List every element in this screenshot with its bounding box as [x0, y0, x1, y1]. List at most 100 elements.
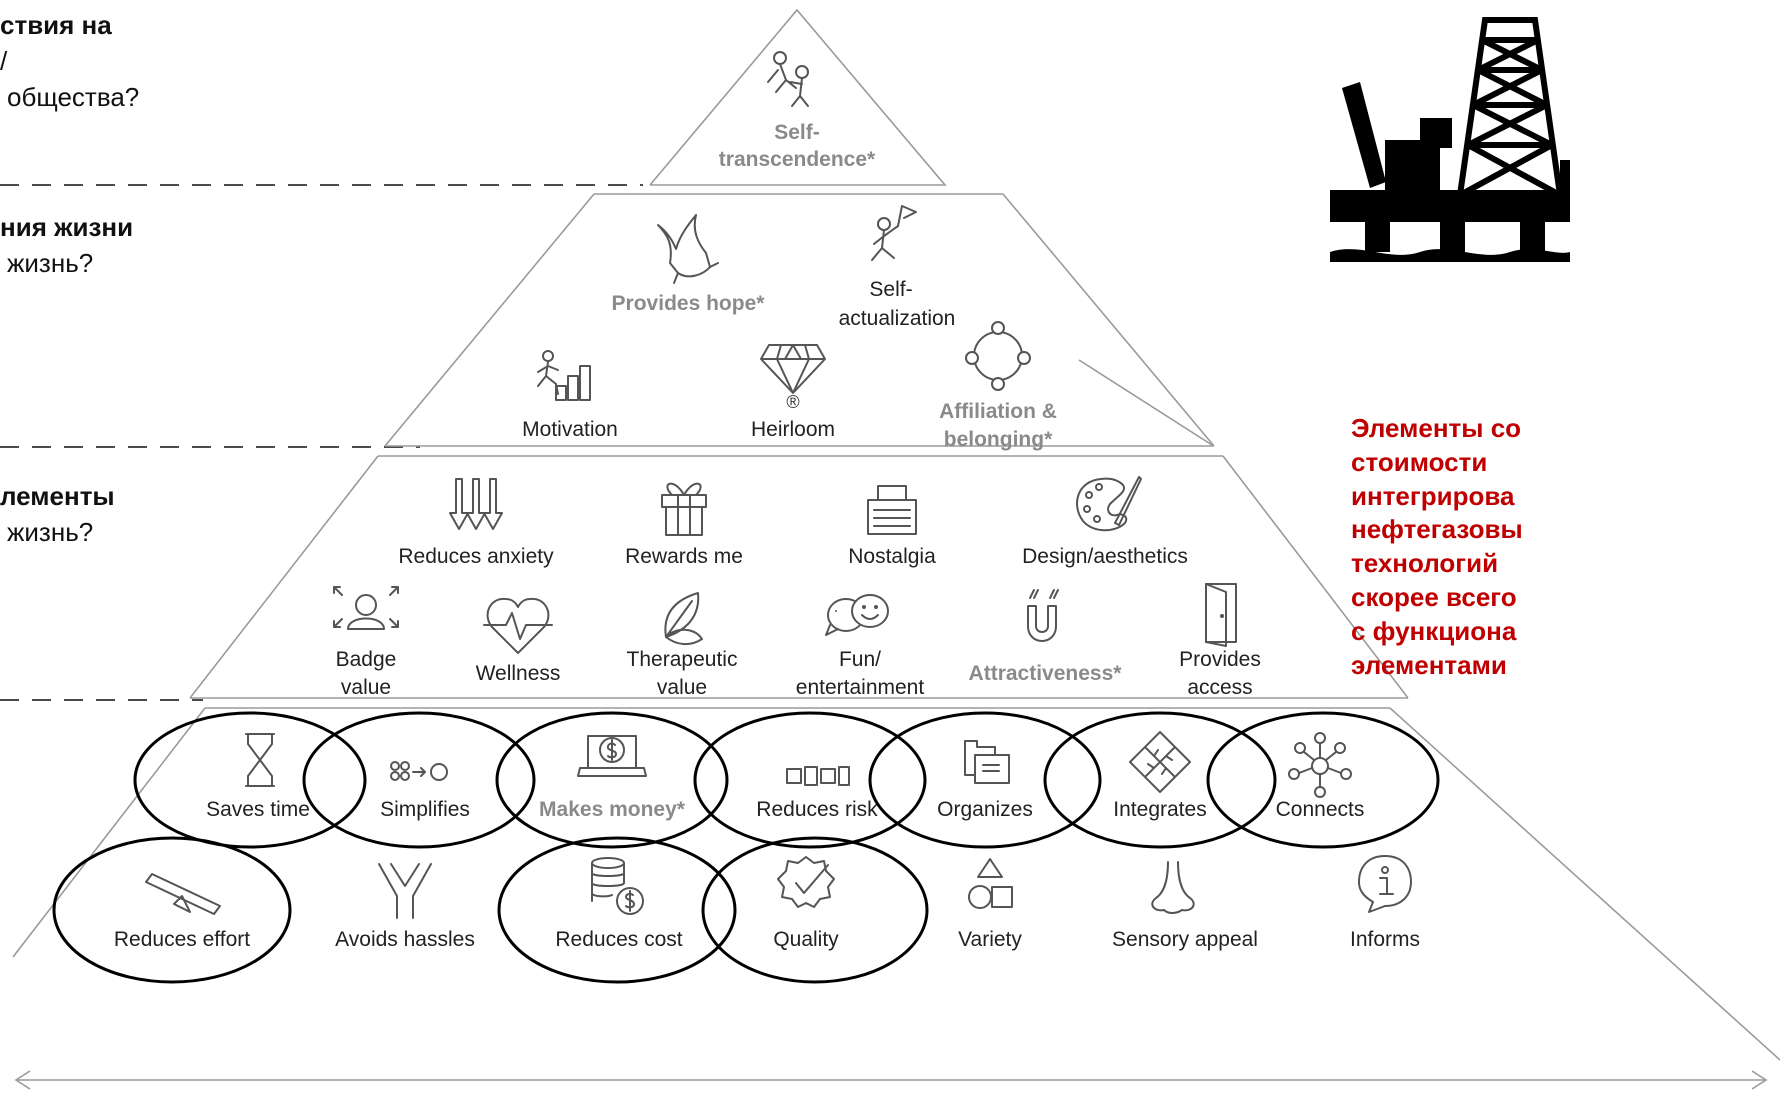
- label-therapeutic-1: Therapeutic: [627, 648, 738, 671]
- leaves-icon: [664, 592, 703, 645]
- nose-icon: [1151, 861, 1195, 914]
- red-annotation-line: интегрирова: [1351, 480, 1515, 511]
- label-self-transcendence-1: Self-: [774, 121, 820, 144]
- label-motivation: Motivation: [522, 418, 618, 441]
- typewriter-icon: [867, 485, 917, 535]
- heart-pulse-icon: [483, 597, 553, 654]
- level-note-life-line2: жизнь?: [7, 248, 94, 278]
- label-avoids-hassles: Avoids hassles: [335, 928, 475, 951]
- highlight-reduces-cost: [497, 836, 737, 984]
- label-reduces-cost: Reduces cost: [555, 928, 682, 951]
- label-therapeutic-2: value: [657, 676, 707, 699]
- label-fun-1: Fun/: [839, 648, 881, 671]
- level-note-life-title: ния жизни: [0, 212, 134, 242]
- folders-icon: [964, 740, 1010, 784]
- registered-mark: ®: [786, 392, 799, 412]
- label-sensory-appeal: Sensory appeal: [1112, 928, 1258, 951]
- label-saves-time: Saves time: [206, 798, 310, 821]
- shapes-icon: [968, 858, 1013, 909]
- door-icon: [1205, 583, 1237, 647]
- info-bubble-icon: [1358, 855, 1412, 913]
- red-annotation-line: Элементы со: [1351, 413, 1522, 443]
- level-note-social-line2: /: [0, 46, 8, 76]
- hourglass-icon: [245, 733, 275, 787]
- red-annotation: Элементы со стоимости интегрирова нефтег…: [1351, 412, 1780, 682]
- red-annotation-line: с функциона: [1351, 615, 1517, 646]
- highlight-makes-money: [495, 711, 729, 849]
- palette-icon: [1076, 476, 1142, 532]
- label-badge-value-2: value: [341, 676, 391, 699]
- highlight-integrates: [1043, 711, 1277, 849]
- label-rewards-me: Rewards me: [625, 545, 743, 568]
- person-badge-icon: [333, 586, 399, 630]
- label-self-actualization-2: actualization: [839, 307, 956, 330]
- label-simplifies: Simplifies: [380, 798, 470, 821]
- label-informs: Informs: [1350, 928, 1420, 951]
- red-annotation-line: стоимости: [1351, 446, 1488, 477]
- split-road-icon: [378, 863, 432, 919]
- label-organizes: Organizes: [937, 798, 1033, 821]
- red-annotation-line: нефтегазовы: [1351, 514, 1523, 545]
- label-attractiveness: Attractiveness*: [969, 662, 1123, 685]
- icon-self-transcendence-icon: [767, 51, 809, 107]
- gift-icon: [661, 482, 707, 536]
- label-wellness: Wellness: [476, 662, 561, 685]
- group-circle-icon: [965, 321, 1031, 391]
- label-provides-hope: Provides hope*: [612, 292, 766, 315]
- highlight-saves-time: [133, 711, 367, 849]
- laptop-money-icon: [577, 735, 647, 777]
- red-annotation-line: элементами: [1351, 649, 1507, 680]
- highlight-organizes: [868, 711, 1102, 849]
- seesaw-icon: [145, 873, 221, 915]
- puzzle-icon: [1129, 731, 1191, 793]
- label-affiliation-2: belonging*: [944, 428, 1053, 451]
- label-badge-value-1: Badge: [336, 648, 397, 671]
- down-arrows-icon: [449, 478, 503, 530]
- highlight-reduces-risk: [693, 711, 927, 849]
- oil-platform-icon: [1330, 17, 1570, 262]
- simplify-dots-icon: [390, 761, 448, 781]
- label-makes-money: Makes money*: [539, 798, 686, 821]
- label-reduces-risk: Reduces risk: [756, 798, 878, 821]
- highlight-simplifies: [302, 711, 536, 849]
- label-nostalgia: Nostalgia: [848, 545, 936, 568]
- label-provides-access-2: access: [1187, 676, 1252, 699]
- level-note-life: ния жизни жизнь?: [0, 209, 133, 281]
- level-note-emotional: лементы жизнь?: [0, 478, 115, 550]
- runner-chart-icon: [537, 350, 591, 401]
- level-note-emotional-title: лементы: [0, 481, 115, 511]
- label-fun-2: entertainment: [796, 676, 925, 699]
- red-annotation-line: скорее всего: [1351, 581, 1517, 612]
- label-affiliation-1: Affiliation &: [939, 400, 1057, 423]
- highlight-connects: [1206, 711, 1440, 849]
- flag-climber-icon: [871, 205, 917, 261]
- label-self-transcendence-2: transcendence*: [719, 148, 876, 171]
- dove-icon: [657, 214, 719, 284]
- chain-link-icon: [786, 766, 850, 786]
- label-self-actualization-1: Self-: [869, 278, 912, 301]
- label-quality: Quality: [773, 928, 839, 951]
- label-provides-access-1: Provides: [1179, 648, 1261, 671]
- highlight-quality: [701, 836, 929, 984]
- label-design-aesthetics: Design/aesthetics: [1022, 545, 1188, 568]
- level-note-social: ствия на / общества?: [0, 7, 139, 115]
- label-heirloom: Heirloom: [751, 418, 835, 441]
- label-integrates: Integrates: [1113, 798, 1206, 821]
- highlight-reduces-effort: [52, 836, 292, 984]
- red-annotation-line: технологий: [1351, 548, 1499, 579]
- network-hub-icon: [1288, 732, 1352, 798]
- label-variety: Variety: [958, 928, 1022, 951]
- level-note-emotional-line2: жизнь?: [7, 517, 94, 547]
- label-reduces-anxiety: Reduces anxiety: [398, 545, 554, 568]
- pyramid-outline: [12, 8, 1780, 1090]
- label-connects: Connects: [1276, 798, 1365, 821]
- diamond-icon: [760, 344, 826, 394]
- highlight-ellipses: [52, 711, 1440, 984]
- magnet-icon: [1027, 589, 1059, 642]
- speech-faces-icon: [825, 594, 889, 636]
- quality-check-icon: [777, 856, 835, 908]
- label-reduces-effort: Reduces effort: [114, 928, 250, 951]
- coins-icon: [591, 857, 644, 915]
- level-note-social-line3: общества?: [7, 82, 140, 112]
